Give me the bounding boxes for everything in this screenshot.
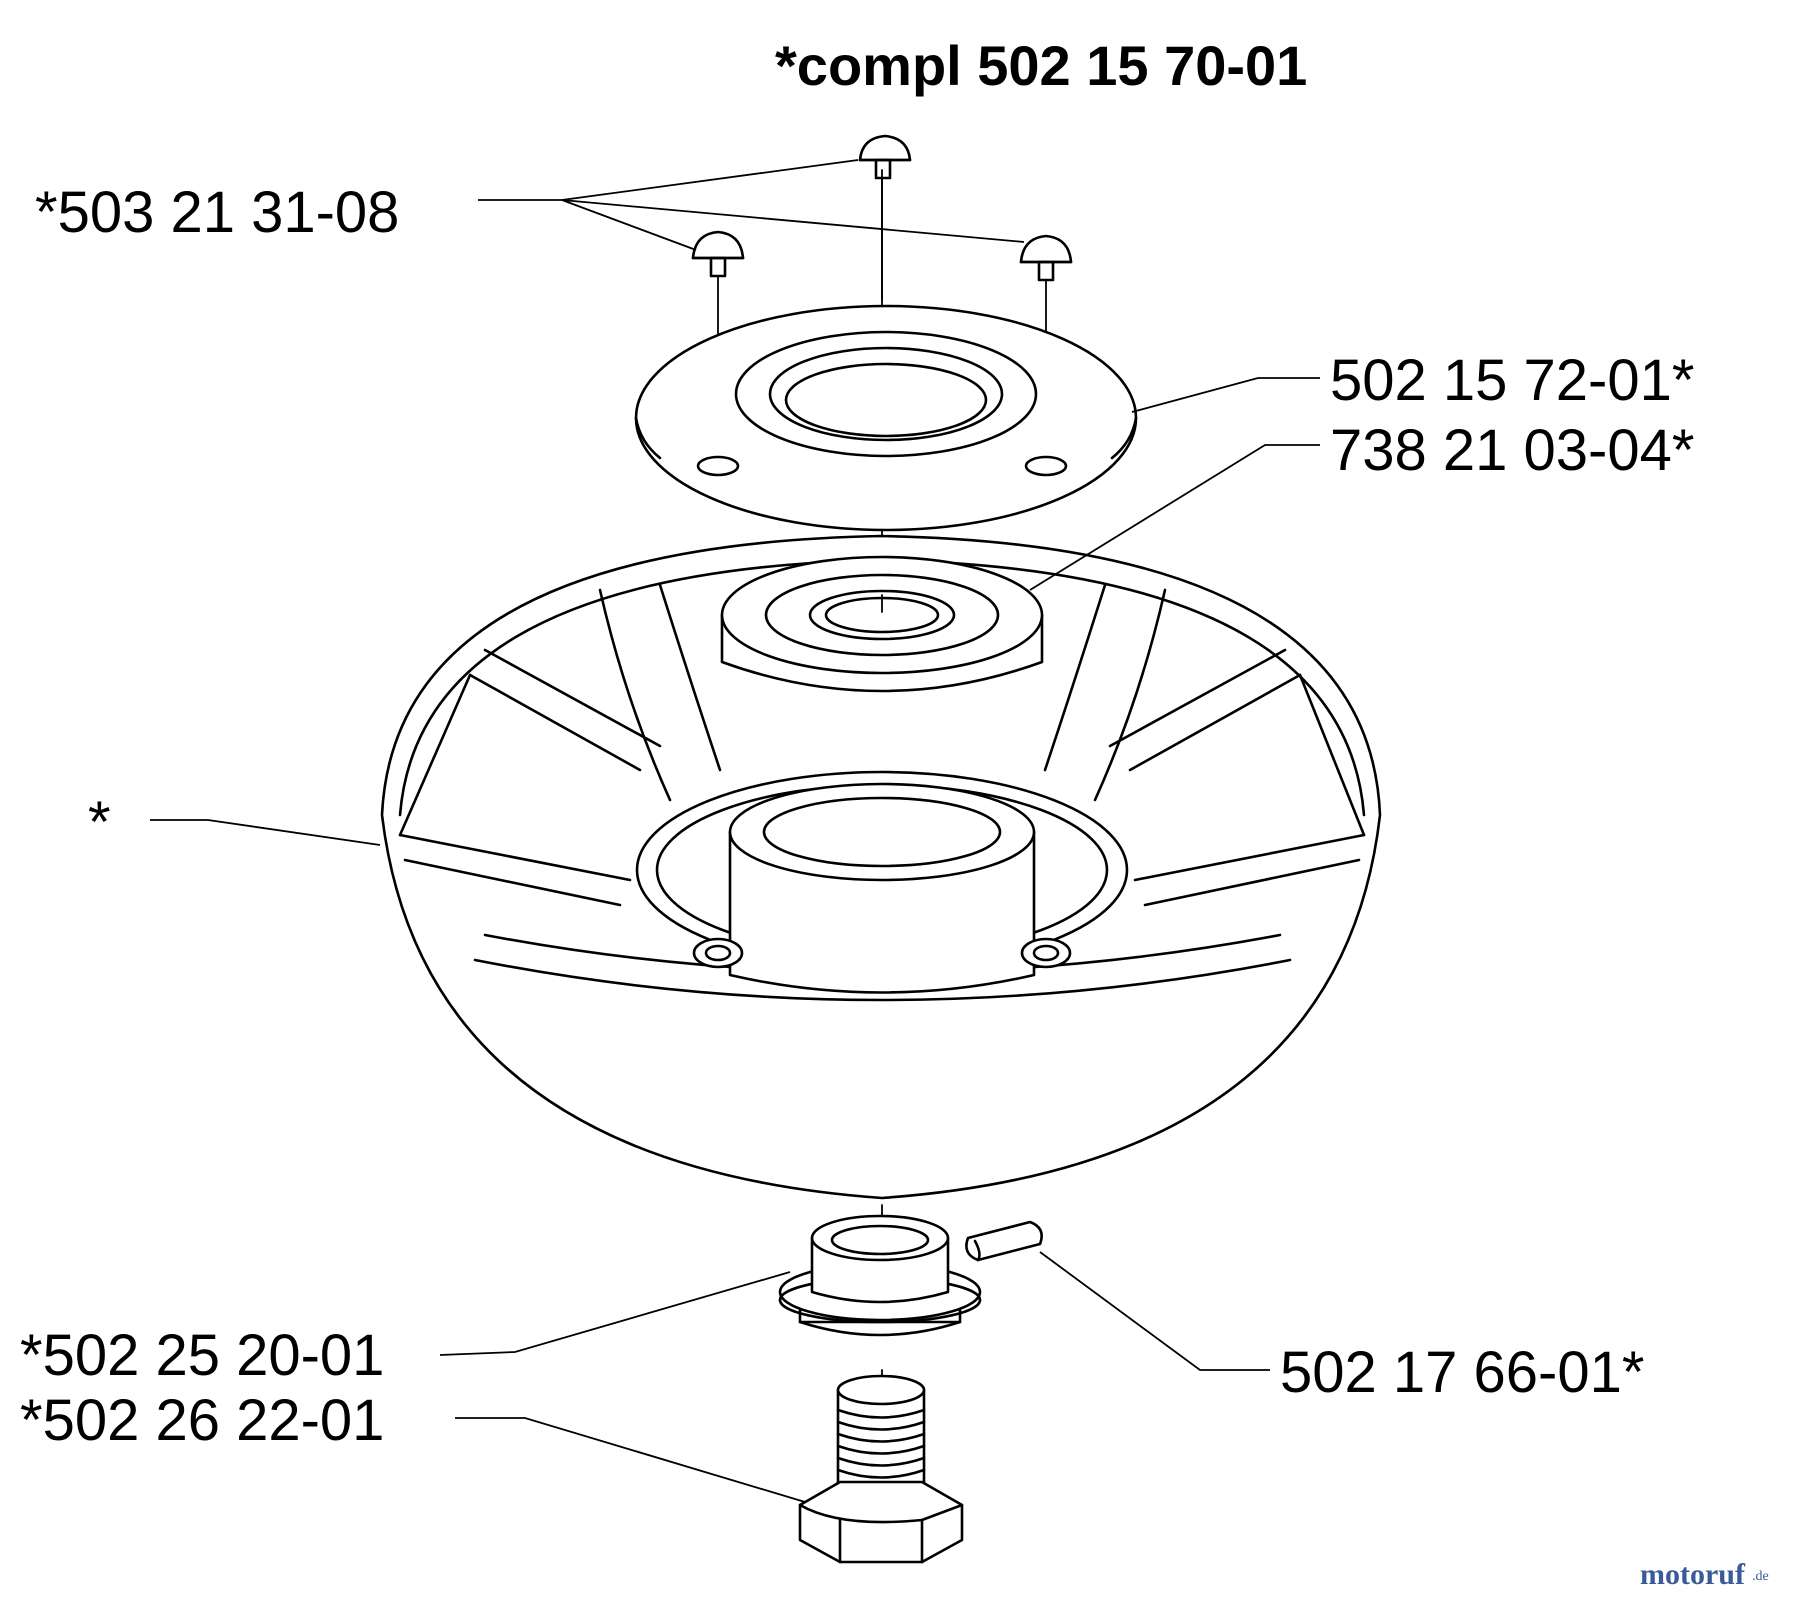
- bolt: [798, 1374, 964, 1564]
- watermark-text: motoruf: [1640, 1558, 1746, 1591]
- watermark-logo: motoruf .de: [1640, 1558, 1769, 1591]
- label-flange: 502 15 72-01*: [1330, 348, 1694, 413]
- label-bolt: *502 26 22-01: [20, 1388, 384, 1453]
- bearing: [720, 555, 1044, 693]
- key-pin: [965, 1220, 1043, 1262]
- label-housing: *: [88, 790, 111, 855]
- leader-lines: [150, 159, 1320, 1503]
- assembly-title: *compl 502 15 70-01: [775, 34, 1307, 97]
- label-nut: *502 25 20-01: [20, 1323, 384, 1388]
- housing-bowl: [380, 534, 1382, 1200]
- nut-bushing: [778, 1214, 982, 1337]
- label-screws: *503 21 31-08: [35, 180, 399, 245]
- watermark-suffix: .de: [1752, 1569, 1769, 1584]
- flange-plate: [634, 304, 1138, 532]
- screw-top: [858, 134, 912, 301]
- label-key: 502 17 66-01*: [1280, 1340, 1644, 1405]
- label-bearing: 738 21 03-04*: [1330, 418, 1694, 483]
